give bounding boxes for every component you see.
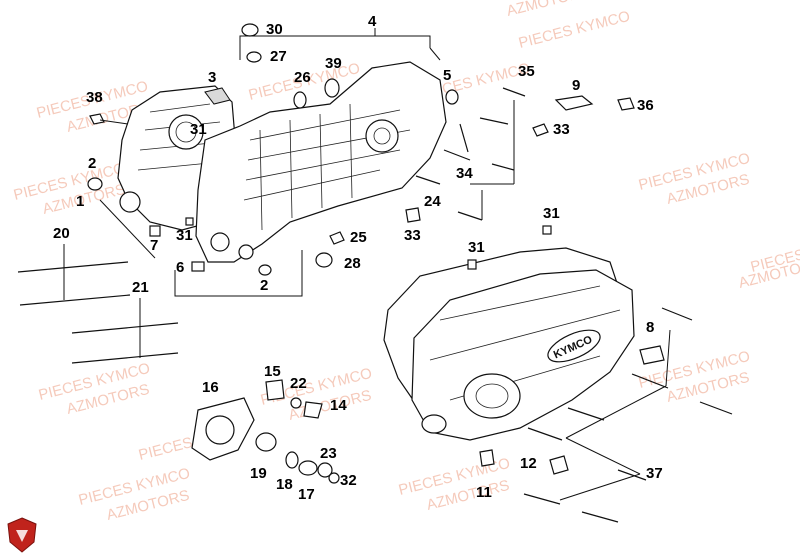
watermark-4: PIECES KYMCO	[517, 8, 632, 52]
callout-36: 36	[637, 97, 654, 114]
callout-11: 11	[476, 484, 492, 501]
bolt-25	[329, 231, 345, 245]
callout-18: 18	[276, 476, 293, 493]
callout-27: 27	[270, 48, 287, 65]
right-crankcase-half	[195, 61, 447, 263]
callout-14: 14	[330, 397, 347, 414]
callout-8: 8	[646, 319, 654, 336]
clip-12	[549, 455, 569, 475]
callout-31a: 31	[190, 121, 207, 138]
callout-31b: 31	[543, 205, 560, 222]
callout-15: 15	[264, 363, 281, 380]
callout-22: 22	[290, 375, 307, 392]
callout-7: 7	[150, 237, 158, 254]
callout-37: 37	[646, 465, 663, 482]
shaft-17	[298, 460, 318, 476]
bushing-2-right	[258, 264, 272, 276]
seal-19	[255, 432, 277, 452]
kickstart-parts	[191, 379, 340, 484]
azmotors-shield-icon	[7, 517, 37, 553]
callout-labels: 30 4 27 26 39 3 5 35 9 36 38 31 33 2 34 …	[53, 13, 663, 503]
circlip-32	[328, 472, 340, 484]
callout-6: 6	[176, 259, 184, 276]
callout-12: 12	[520, 455, 537, 472]
dowel-31a	[185, 217, 194, 226]
cover-bolts-upper	[405, 87, 635, 223]
callout-4: 4	[368, 13, 377, 30]
transmission-cover: KYMCO	[383, 225, 635, 441]
callout-5: 5	[443, 67, 451, 84]
callout-28: 28	[344, 255, 361, 272]
seal-28	[315, 252, 333, 268]
callout-32: 32	[340, 472, 357, 489]
callout-1: 1	[76, 193, 84, 210]
watermark-3b: AZMOTORS	[505, 0, 591, 20]
dowel-31d	[467, 259, 477, 270]
callout-24: 24	[424, 193, 441, 210]
bearing-27	[246, 51, 262, 63]
plug-6	[191, 261, 205, 272]
callout-9: 9	[572, 77, 580, 94]
callout-20: 20	[53, 225, 70, 242]
bolt-11	[479, 449, 495, 467]
bushing-2-left	[87, 177, 103, 191]
crankcase-small-parts	[87, 23, 459, 276]
callout-16: 16	[202, 379, 219, 396]
callout-33b: 33	[404, 227, 421, 244]
seal-30	[241, 23, 259, 37]
callout-21: 21	[132, 279, 149, 296]
callout-26: 26	[294, 69, 311, 86]
callout-3: 3	[208, 69, 216, 86]
callout-30: 30	[266, 21, 283, 38]
callout-35: 35	[518, 63, 535, 80]
bushing-18	[285, 451, 299, 469]
callout-23: 23	[320, 445, 337, 462]
callout-34: 34	[456, 165, 473, 182]
seal-5	[445, 89, 459, 105]
callout-2b: 2	[260, 277, 268, 294]
bolt-38	[89, 113, 105, 125]
studs	[17, 244, 179, 364]
callout-19: 19	[250, 465, 267, 482]
callout-31c: 31	[176, 227, 193, 244]
callout-31d: 31	[468, 239, 485, 256]
callout-2a: 2	[88, 155, 96, 172]
bracket-8	[639, 345, 665, 365]
bearing-39	[324, 78, 340, 98]
nut-36	[617, 97, 635, 111]
spring-14	[303, 401, 323, 419]
washer-24	[405, 207, 421, 223]
callout-17: 17	[298, 486, 315, 503]
bearing-26	[293, 91, 307, 109]
bracket-9	[554, 95, 594, 111]
dowel-31c	[542, 225, 552, 235]
callout-33a: 33	[553, 121, 570, 138]
washer-23	[317, 462, 333, 478]
callout-39: 39	[325, 55, 342, 72]
cover-bolts-lower	[479, 307, 733, 523]
washer-22	[290, 397, 302, 409]
callout-38: 38	[86, 89, 103, 106]
dowel-7	[149, 225, 161, 237]
bushing-15	[265, 379, 285, 401]
callout-25: 25	[350, 229, 367, 246]
group-bracket-4	[99, 28, 441, 297]
bolt-33	[532, 123, 549, 137]
